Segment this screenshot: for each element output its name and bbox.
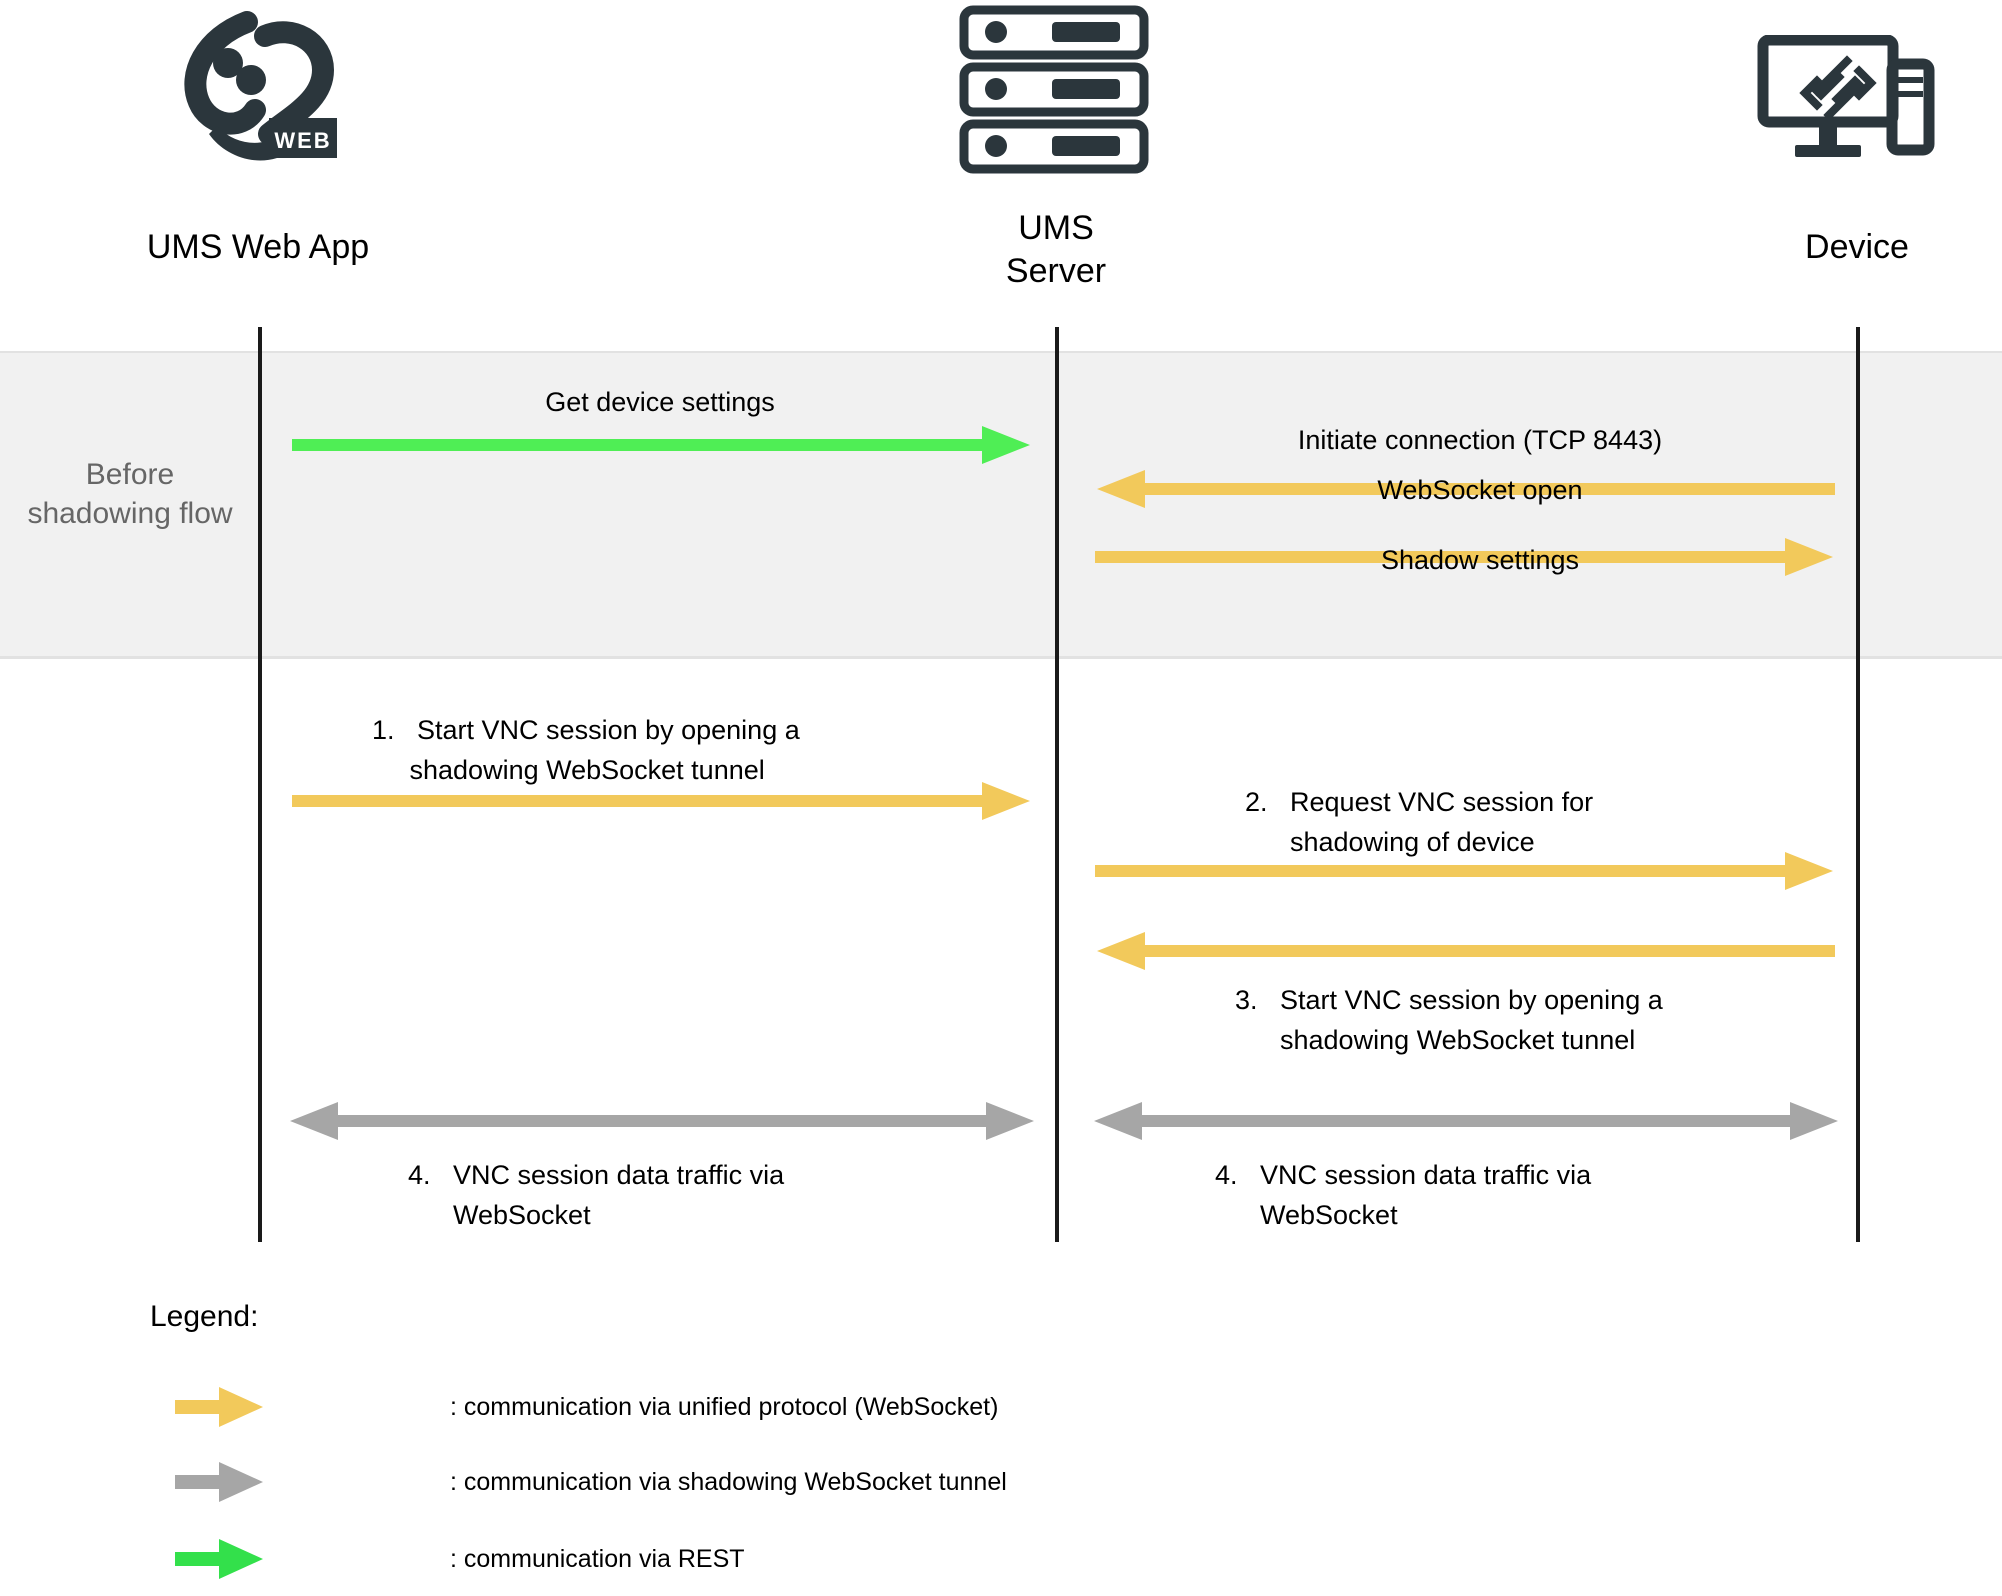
message-label-websocket-open: WebSocket open bbox=[1377, 475, 1583, 505]
participant-label-ums-web-app: UMS Web App bbox=[146, 228, 370, 266]
arrow-initiate-connection bbox=[1097, 470, 1835, 508]
arrow-request-vnc-session bbox=[1095, 852, 1833, 890]
lifeline-ums-server bbox=[1055, 327, 1059, 1242]
arrow-get-device-settings bbox=[292, 426, 1030, 464]
legend-label-shadow-tunnel: : communication via shadowing WebSocket … bbox=[450, 1468, 1007, 1496]
legend-arrow-unified-protocol-icon bbox=[175, 1387, 263, 1427]
phase-band-before-shadowing bbox=[0, 351, 2002, 659]
arrow-start-vnc-session-device bbox=[1097, 932, 1835, 970]
svg-text:WEB: WEB bbox=[274, 128, 331, 153]
arrow-websocket-open bbox=[1095, 538, 1833, 576]
message-label-request-vnc-session: 2. Request VNC session for shadowing of … bbox=[1245, 787, 1594, 857]
participant-label-device: Device bbox=[1805, 228, 1909, 266]
message-label-start-vnc-session-device: 3. Start VNC session by opening a shadow… bbox=[1235, 985, 1663, 1055]
message-label-shadow-settings: Shadow settings bbox=[1380, 545, 1580, 575]
message-label-get-device-settings: Get device settings bbox=[545, 387, 775, 417]
legend-title: Legend: bbox=[150, 1300, 259, 1333]
participant-label-ums-server: UMS Server bbox=[1005, 209, 1107, 290]
message-label-initiate-connection: Initiate connection (TCP 8443) bbox=[1297, 425, 1663, 455]
ums-web-logo-icon: WEB bbox=[165, 8, 355, 168]
message-label-vnc-data-traffic-right: 4. VNC session data traffic via WebSocke… bbox=[1215, 1160, 1592, 1230]
legend-label-unified-protocol: : communication via unified protocol (We… bbox=[450, 1393, 999, 1421]
lifeline-device bbox=[1856, 327, 1860, 1242]
arrow-vnc-data-traffic-left bbox=[290, 1102, 1034, 1140]
legend-label-rest: : communication via REST bbox=[450, 1545, 745, 1573]
message-label-start-vnc-session-web: 1. Start VNC session by opening a shadow… bbox=[372, 715, 800, 785]
message-label-vnc-data-traffic-left: 4. VNC session data traffic via WebSocke… bbox=[408, 1160, 785, 1230]
lifeline-ums-web-app bbox=[258, 327, 262, 1242]
arrow-vnc-data-traffic-right bbox=[1094, 1102, 1838, 1140]
arrow-start-vnc-session-web bbox=[292, 782, 1030, 820]
legend-arrow-shadow-tunnel-icon bbox=[175, 1462, 263, 1502]
legend-arrow-rest-icon bbox=[175, 1539, 263, 1579]
phase-band-label: Before shadowing flow bbox=[27, 458, 233, 530]
desktop-device-icon bbox=[1755, 34, 1960, 185]
server-rack-icon bbox=[948, 5, 1160, 180]
